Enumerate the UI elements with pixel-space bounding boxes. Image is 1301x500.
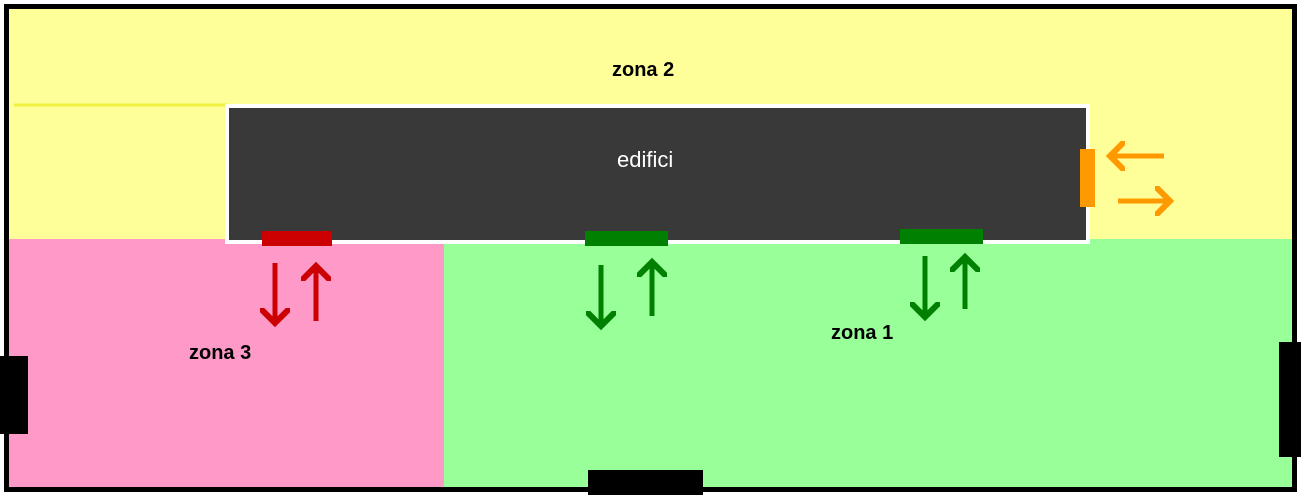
gate-bottom — [588, 470, 703, 495]
exit-door-red — [262, 231, 332, 246]
building — [225, 104, 1090, 244]
zone-1-area — [444, 239, 1293, 487]
zone-3-label: zona 3 — [189, 342, 252, 364]
exit-door-green-2 — [900, 229, 983, 244]
zone-1-label: zona 1 — [831, 322, 894, 344]
gate-left — [0, 356, 28, 434]
exit-door-green-1 — [585, 231, 668, 246]
gate-right — [1279, 342, 1301, 457]
building-label: edifici — [617, 147, 674, 172]
zone-2-label: zona 2 — [612, 59, 675, 81]
exit-door-orange — [1080, 149, 1095, 207]
zone-3-area — [8, 239, 445, 487]
